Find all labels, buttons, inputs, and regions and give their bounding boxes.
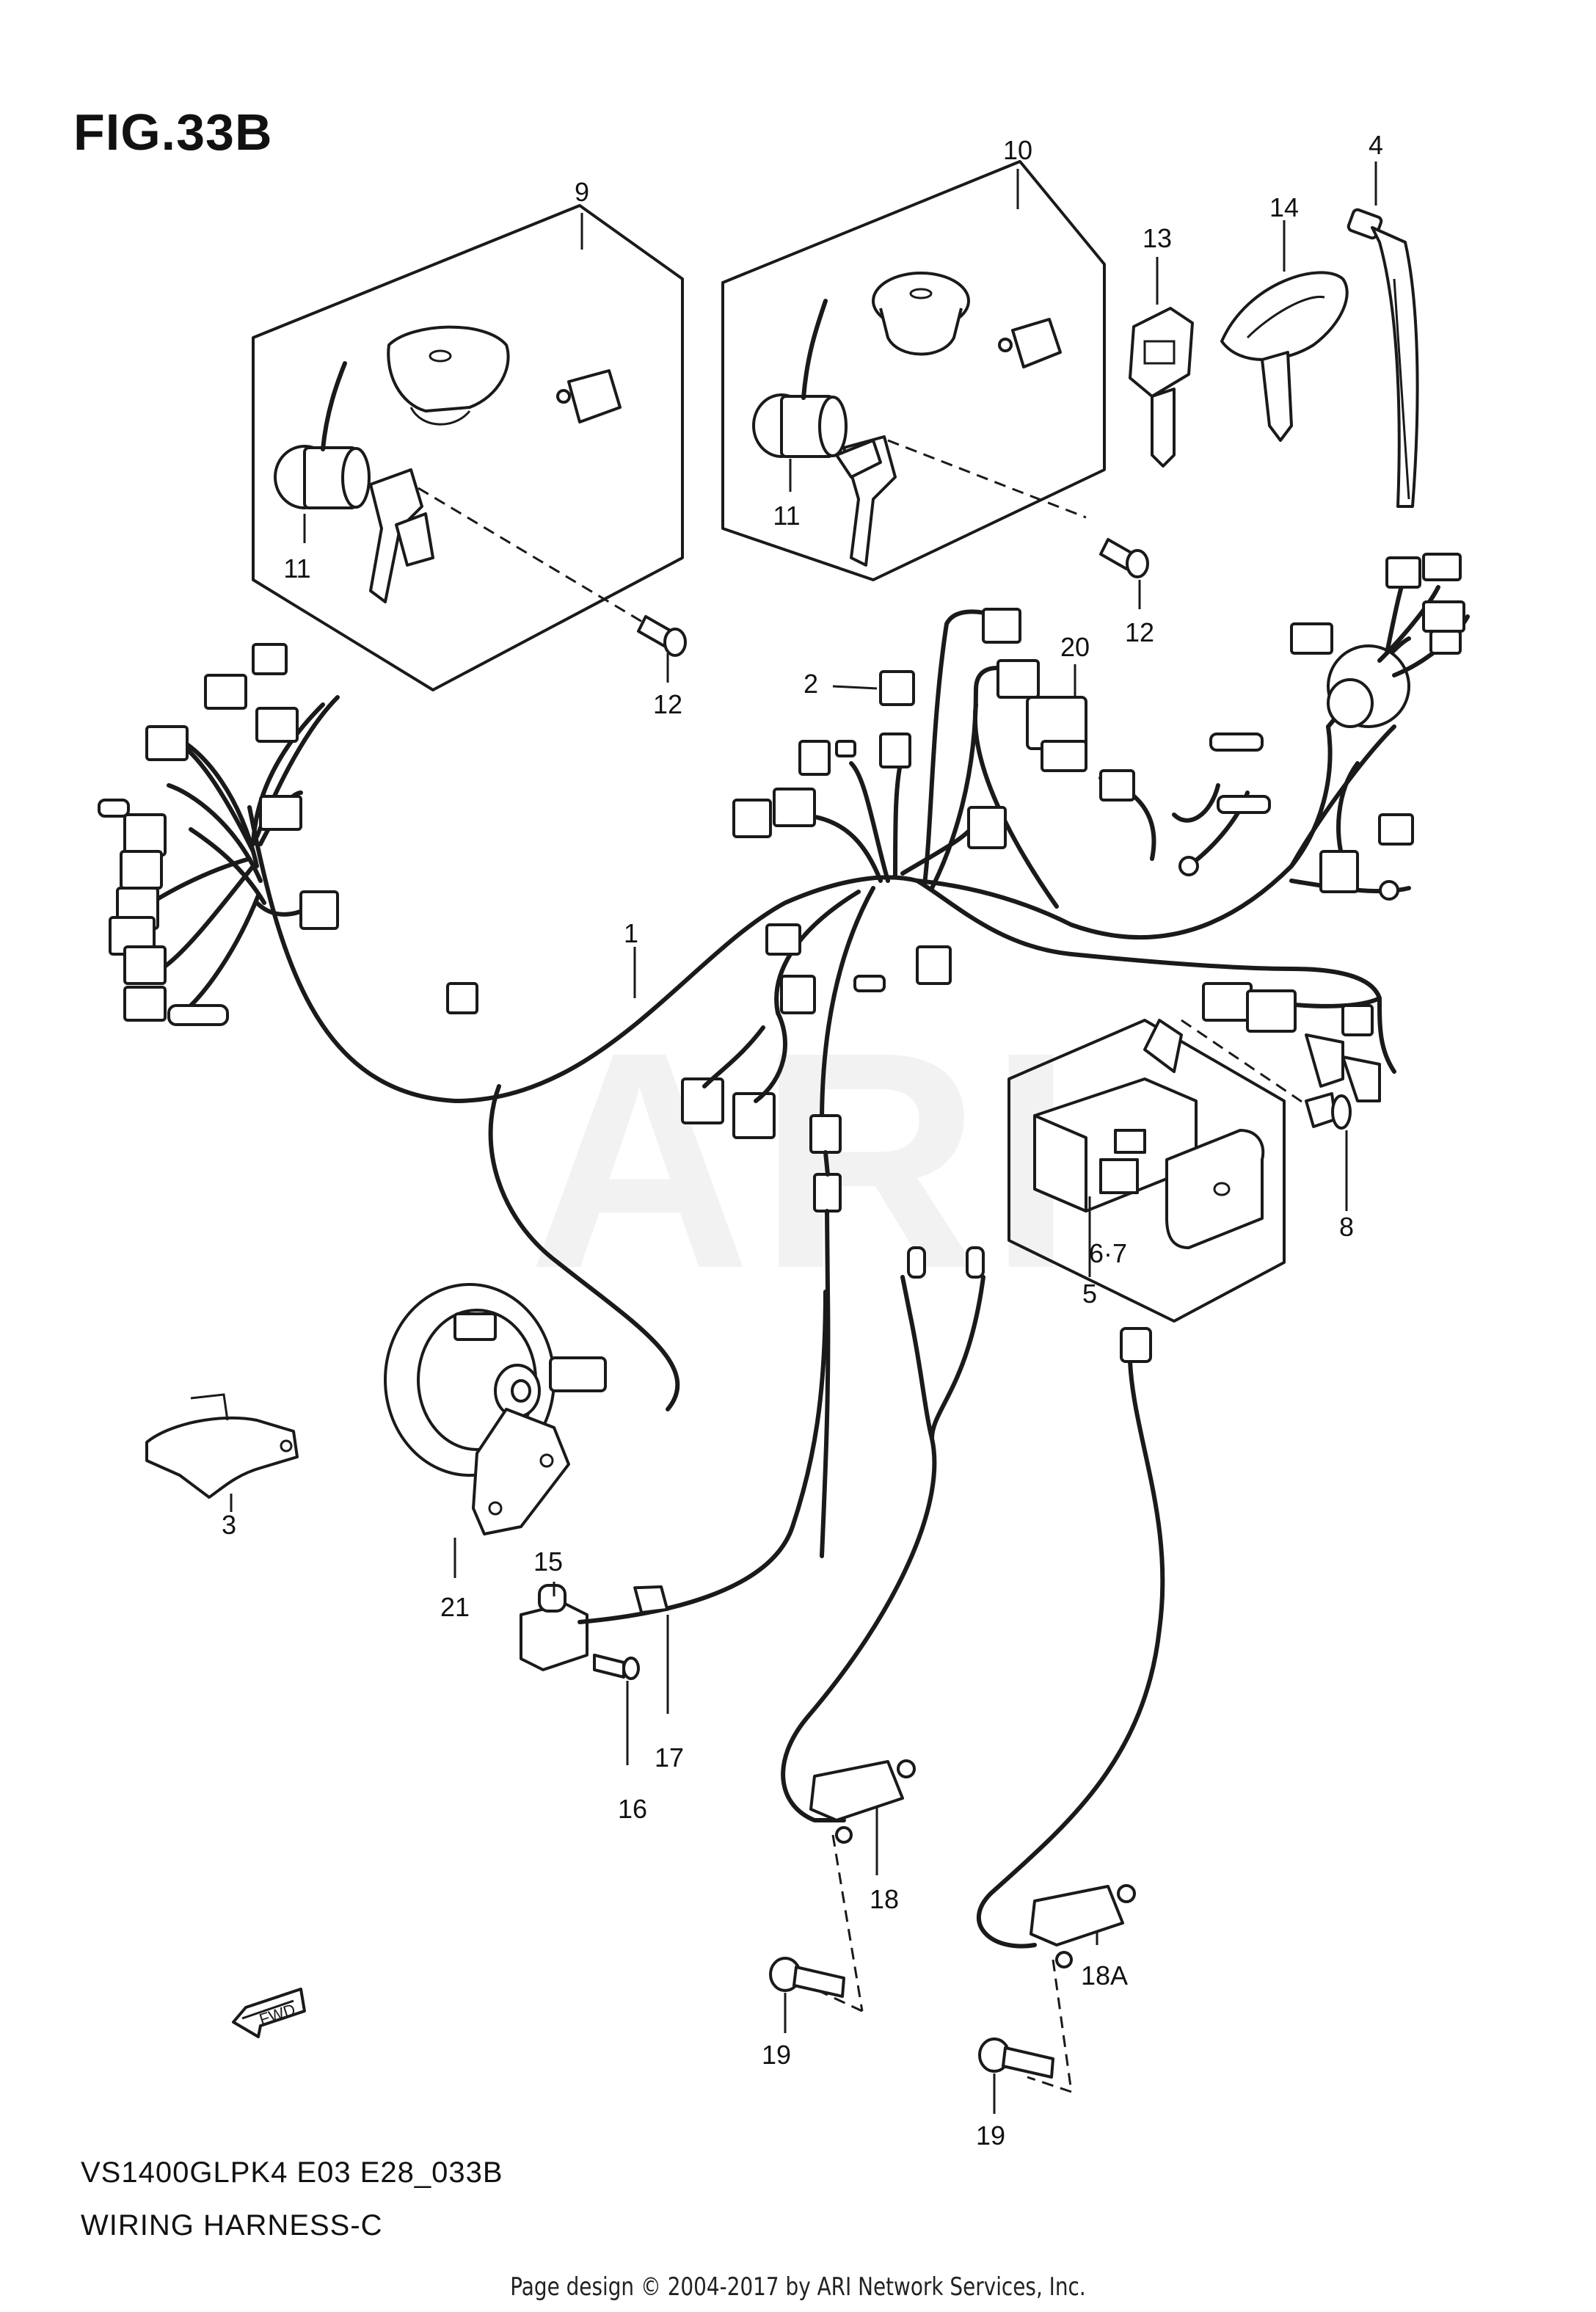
callout-9[interactable]: 9 (574, 177, 590, 207)
callout-6-7[interactable]: 6·7 (1088, 1238, 1128, 1268)
unit-5-assembly (1007, 1019, 1352, 1323)
callout-14[interactable]: 14 (1269, 192, 1300, 222)
figure-title: FIG.33B (73, 103, 273, 161)
callout-2[interactable]: 2 (803, 669, 819, 699)
diagram-description: WIRING HARNESS-C (81, 2209, 383, 2242)
callout-13[interactable]: 13 (1142, 223, 1173, 253)
callout-12-left[interactable]: 12 (652, 689, 683, 719)
switch-15 (520, 1290, 828, 1680)
ignition-lock-kit-10 (721, 160, 1106, 581)
screw-12-left (637, 615, 687, 657)
callout-4[interactable]: 4 (1368, 130, 1384, 160)
model-code: VS1400GLPK4 E03 E28_033B (81, 2156, 503, 2189)
callout-19-right[interactable]: 19 (975, 2120, 1006, 2151)
bolt-19-right (978, 2037, 1054, 2079)
leader-lines (230, 161, 1377, 2114)
key-14 (1220, 271, 1349, 442)
callout-1[interactable]: 1 (623, 918, 639, 948)
key-13 (1129, 307, 1194, 468)
callout-15[interactable]: 15 (533, 1546, 564, 1577)
callout-17[interactable]: 17 (654, 1742, 685, 1773)
horn-21 (384, 1283, 607, 1535)
cable-tie-4 (1347, 208, 1419, 508)
callout-19-left[interactable]: 19 (761, 2040, 792, 2070)
callout-21[interactable]: 21 (440, 1592, 470, 1622)
callout-8[interactable]: 8 (1338, 1212, 1355, 1242)
bracket-3 (145, 1393, 299, 1499)
fwd-arrow-icon (232, 1988, 306, 2038)
center-connectors (446, 608, 1087, 1558)
sensor-18 (781, 1246, 985, 2013)
bolt-19-left (769, 1957, 845, 1998)
callout-18a[interactable]: 18A (1080, 1960, 1129, 1991)
right-connectors (1099, 553, 1465, 1102)
sensor-18a (976, 1327, 1165, 2093)
left-connectors (98, 643, 339, 1026)
callout-20[interactable]: 20 (1060, 632, 1090, 662)
ignition-lock-kit-9 (252, 204, 684, 691)
callout-11-left[interactable]: 11 (283, 553, 311, 584)
callout-12-right[interactable]: 12 (1124, 617, 1155, 647)
callout-16[interactable]: 16 (617, 1794, 648, 1824)
callout-11-right[interactable]: 11 (773, 501, 801, 531)
callout-5[interactable]: 5 (1082, 1279, 1098, 1309)
callout-10[interactable]: 10 (1002, 135, 1033, 165)
footer-copyright: Page design © 2004-2017 by ARI Network S… (510, 2272, 1086, 2302)
callout-3[interactable]: 3 (221, 1510, 237, 1540)
screw-12-right (1099, 538, 1149, 578)
callout-18[interactable]: 18 (869, 1884, 900, 1914)
